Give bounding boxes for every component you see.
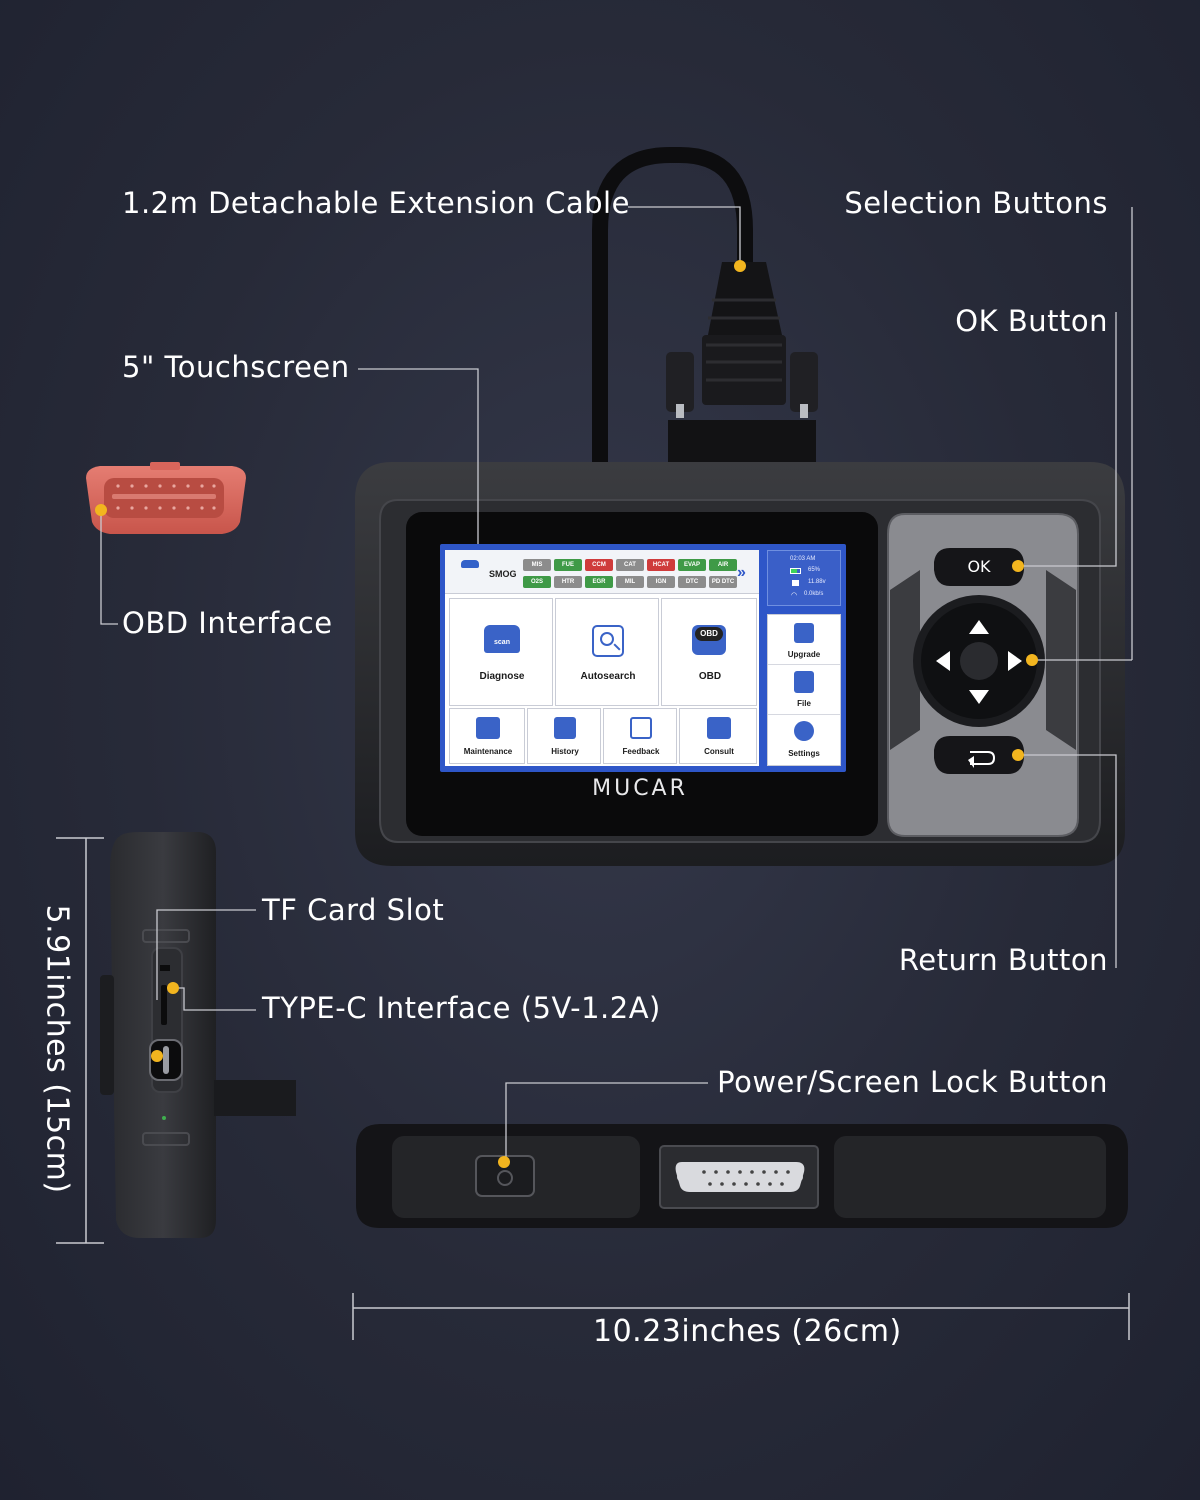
callout-cable: 1.2m Detachable Extension Cable bbox=[122, 186, 630, 220]
dpad-right-button[interactable] bbox=[1002, 641, 1032, 681]
callout-return-button: Return Button bbox=[898, 943, 1108, 977]
tile-label-obd: OBD bbox=[698, 671, 722, 682]
tile-label-consult: Consult bbox=[704, 747, 734, 756]
tile-diagnose[interactable]: scan Diagnose bbox=[449, 598, 553, 706]
monitor-chip: FUE bbox=[554, 559, 582, 571]
wifi-icon: ◠ bbox=[791, 592, 798, 599]
dimension-height: 5.91inches (15cm) bbox=[39, 904, 75, 1194]
callout-tf-card-slot: TF Card Slot bbox=[262, 893, 445, 927]
dpad-up-button[interactable] bbox=[959, 612, 999, 642]
scan-badge: scan bbox=[494, 639, 510, 646]
tile-label-history: History bbox=[551, 747, 579, 756]
voltage-reading: 11.88v bbox=[808, 579, 826, 585]
callout-touchscreen: 5" Touchscreen bbox=[122, 350, 350, 384]
ok-button[interactable] bbox=[934, 548, 1024, 586]
file-icon bbox=[794, 671, 814, 693]
side-label-file: File bbox=[797, 699, 811, 708]
dpad-left-button[interactable] bbox=[926, 641, 956, 681]
monitor-chip: AIR bbox=[709, 559, 737, 571]
dimension-lines bbox=[56, 837, 1130, 1340]
tile-label-maintenance: Maintenance bbox=[463, 747, 513, 756]
magnifier-icon bbox=[592, 625, 624, 657]
side-item-upgrade[interactable]: Upgrade bbox=[768, 615, 840, 665]
side-label-upgrade: Upgrade bbox=[787, 650, 821, 659]
extension-cable bbox=[592, 147, 753, 470]
monitor-chip: MIS bbox=[523, 559, 551, 571]
feedback-icon bbox=[630, 717, 652, 739]
gear-icon bbox=[794, 721, 814, 741]
screen-main-panel: SMOG MIS FUE CCM CAT HCAT EVAP AIR O2S H… bbox=[445, 550, 759, 766]
monitor-chip: HCAT bbox=[647, 559, 675, 571]
monitor-chip: HTR bbox=[554, 576, 582, 588]
monitor-chip: O2S bbox=[523, 576, 551, 588]
status-panel: 02:03 AM 65% 11.88v ◠ 0.0kb/s bbox=[767, 550, 841, 606]
chevron-right-icon[interactable]: » bbox=[737, 564, 746, 581]
monitor-chip: DTC bbox=[678, 576, 706, 588]
time-display: 02:03 AM bbox=[790, 556, 816, 562]
voltage-icon bbox=[792, 580, 799, 586]
smog-label: SMOG bbox=[489, 569, 517, 579]
dimension-width: 10.23inches (26cm) bbox=[593, 1314, 902, 1349]
callout-type-c: TYPE-C Interface (5V-1.2A) bbox=[262, 991, 661, 1025]
callout-power-button: Power/Screen Lock Button bbox=[717, 1065, 1108, 1099]
side-label-settings: Settings bbox=[788, 749, 820, 758]
return-button[interactable] bbox=[934, 736, 1024, 774]
callout-ok-button: OK Button bbox=[955, 304, 1108, 338]
ok-key-label: OK bbox=[967, 557, 991, 576]
callout-obd-interface: OBD Interface bbox=[122, 606, 333, 640]
wrench-icon bbox=[476, 717, 500, 739]
tile-label-diagnose: Diagnose bbox=[479, 671, 525, 682]
brand-logo: MUCAR bbox=[592, 776, 688, 801]
obd-badge: OBD bbox=[695, 627, 723, 641]
smog-header: SMOG MIS FUE CCM CAT HCAT EVAP AIR O2S H… bbox=[445, 550, 759, 594]
side-item-settings[interactable]: Settings bbox=[768, 715, 840, 765]
obd-plug bbox=[86, 462, 246, 534]
upgrade-icon bbox=[794, 623, 814, 643]
obd-icon: OBD bbox=[692, 625, 726, 655]
cable-connector bbox=[666, 262, 818, 462]
callout-dots bbox=[95, 260, 1038, 1168]
tile-label-autosearch: Autosearch bbox=[580, 671, 636, 682]
scan-car-icon: scan bbox=[484, 625, 520, 653]
monitor-chip: PD DTC bbox=[709, 576, 737, 588]
monitor-chip: IGN bbox=[647, 576, 675, 588]
tile-autosearch[interactable]: Autosearch bbox=[555, 598, 659, 706]
monitor-chip: CCM bbox=[585, 559, 613, 571]
tile-feedback[interactable]: Feedback bbox=[603, 708, 677, 764]
monitor-chip: EVAP bbox=[678, 559, 706, 571]
power-button[interactable] bbox=[476, 1156, 534, 1196]
monitor-chip: EGR bbox=[585, 576, 613, 588]
side-item-file[interactable]: File bbox=[768, 665, 840, 715]
tile-label-feedback: Feedback bbox=[622, 747, 660, 756]
monitor-chip: CAT bbox=[616, 559, 644, 571]
battery-icon bbox=[790, 568, 801, 574]
car-icon bbox=[461, 560, 479, 568]
tile-consult[interactable]: Consult bbox=[679, 708, 757, 764]
tile-obd[interactable]: OBD OBD bbox=[661, 598, 757, 706]
side-menu: Upgrade File Settings bbox=[767, 614, 841, 766]
network-speed: 0.0kb/s bbox=[804, 591, 824, 597]
history-icon bbox=[554, 717, 576, 739]
bottom-view-device bbox=[356, 1124, 1128, 1228]
callout-selection-buttons: Selection Buttons bbox=[844, 186, 1108, 220]
tile-history[interactable]: History bbox=[527, 708, 601, 764]
dpad-down-button[interactable] bbox=[959, 680, 999, 710]
touchscreen-display: SMOG MIS FUE CCM CAT HCAT EVAP AIR O2S H… bbox=[440, 544, 846, 772]
battery-level: 65% bbox=[808, 567, 821, 573]
tile-maintenance[interactable]: Maintenance bbox=[449, 708, 525, 764]
monitor-chip: MIL bbox=[616, 576, 644, 588]
consult-icon bbox=[707, 717, 731, 739]
